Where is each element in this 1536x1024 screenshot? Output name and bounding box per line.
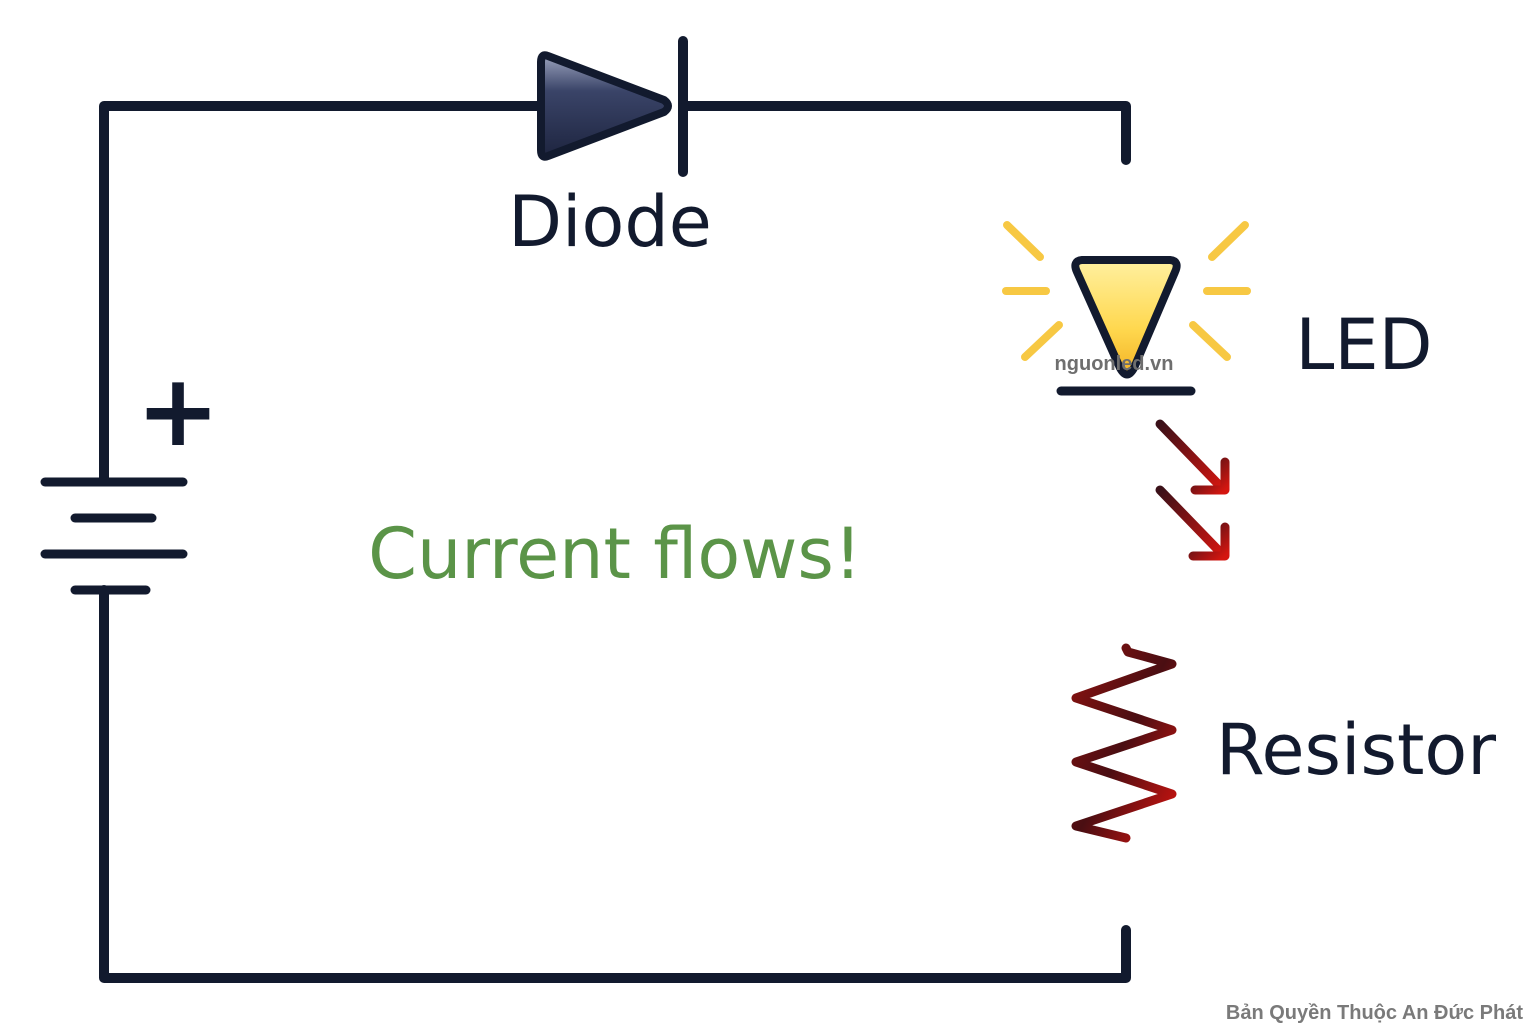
glow-ray [1021, 321, 1063, 361]
glow-ray [1003, 221, 1044, 261]
wire-top-right [679, 101, 1131, 165]
led-emission-arrows [1155, 419, 1230, 561]
current-flows-caption: Current flows! [368, 513, 862, 595]
diode-label: Diode [508, 181, 712, 263]
diode-triangle [537, 51, 672, 161]
emission-arrow-1 [1155, 419, 1227, 493]
led-label: LED [1295, 304, 1432, 386]
resistor-label: Resistor [1216, 709, 1496, 791]
resistor-zigzag [1071, 643, 1177, 843]
wire-left-top [99, 101, 550, 485]
battery-plus-sign: + [136, 352, 220, 469]
led-glow-rays [1002, 221, 1251, 361]
battery [40, 477, 188, 595]
diode [537, 36, 688, 177]
glow-ray [1208, 221, 1249, 261]
watermark-copyright: Bản Quyền Thuộc An Đức Phát [1226, 1002, 1523, 1024]
wire-bottom [99, 585, 1131, 983]
led [1056, 256, 1196, 396]
wires [99, 101, 1131, 983]
emission-arrow-2 [1155, 485, 1227, 559]
glow-ray [1189, 321, 1231, 361]
emission-arrow-2-head [1188, 522, 1230, 561]
emission-arrow-1-head [1190, 457, 1230, 495]
watermark-site: nguonled.vn [1055, 353, 1174, 375]
led-triangle [1071, 256, 1181, 379]
